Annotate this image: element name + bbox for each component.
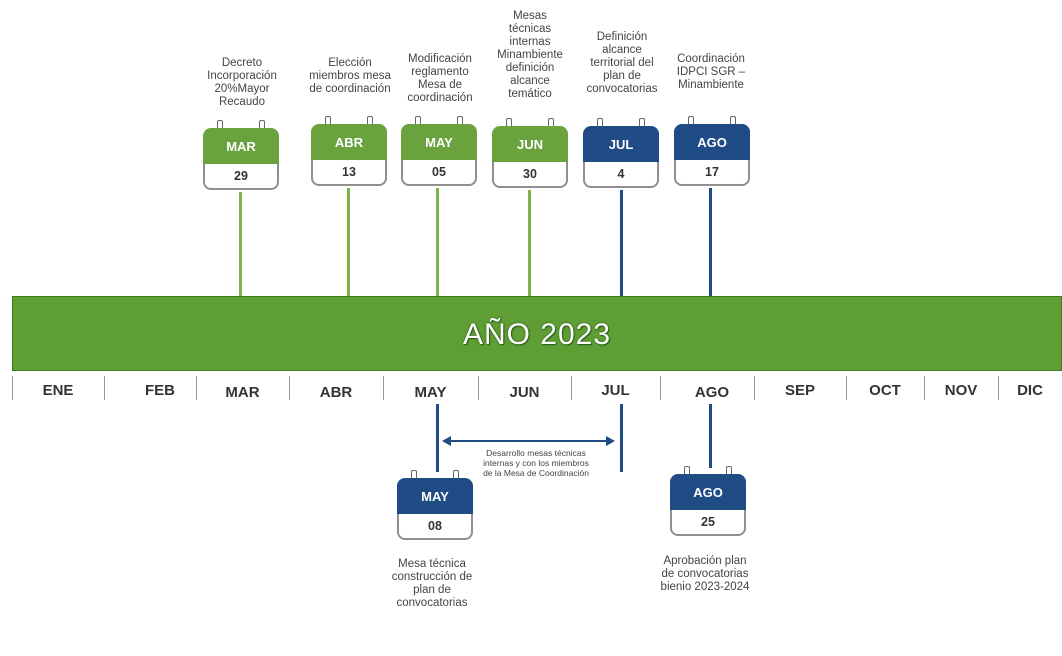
event-caption-jul: Definición alcance territorial del plan … (586, 31, 658, 95)
calendar-month-label: MAY (397, 478, 473, 514)
calendar-icon-jul-4: JUL 4 (583, 118, 659, 190)
event-caption-ago: Coordinación IDPCI SGR – Minambiente (676, 53, 746, 91)
calendar-month-label: AGO (674, 124, 750, 160)
range-arrow-line (450, 440, 606, 442)
month-divider (846, 376, 847, 400)
calendar-month-label: JUL (583, 126, 659, 162)
connector-line-abr (347, 188, 350, 296)
month-label-jul: JUL (601, 382, 630, 399)
connector-line-may (436, 188, 439, 296)
event-caption-may: Modificación reglamento Mesa de coordina… (407, 53, 473, 104)
month-divider (998, 376, 999, 400)
year-title: AÑO 2023 (462, 318, 612, 351)
month-divider (924, 376, 925, 400)
month-divider (104, 376, 105, 400)
calendar-day-label: 05 (401, 160, 477, 186)
month-label-oct: OCT (869, 382, 901, 399)
month-label-nov: NOV (944, 382, 978, 399)
connector-line-jul (620, 190, 623, 296)
calendar-icon-ago-25: AGO 25 (670, 466, 746, 538)
month-label-ene: ENE (42, 382, 74, 399)
event-caption-jun: Mesas técnicas internas Minambiente defi… (497, 10, 563, 100)
month-label-sep: SEP (784, 382, 815, 399)
event-caption-mar: Decreto Incorporación 20%Mayor Recaudo (207, 57, 277, 108)
month-divider (478, 376, 479, 400)
range-end-marker-jul (620, 404, 623, 472)
calendar-day-label: 13 (311, 160, 387, 186)
event-caption-abr: Elección miembros mesa de coordinación (309, 57, 391, 95)
month-divider (196, 376, 197, 400)
event-caption-may-08: Mesa técnica construcción de plan de con… (391, 558, 473, 609)
month-divider (383, 376, 384, 400)
connector-line-ago (709, 188, 712, 296)
month-divider (571, 376, 572, 400)
month-divider (289, 376, 290, 400)
calendar-month-label: MAY (401, 124, 477, 160)
calendar-month-label: ABR (311, 124, 387, 160)
calendar-icon-ago-17: AGO 17 (674, 116, 750, 188)
month-label-dic: DIC (1017, 382, 1043, 399)
calendar-day-label: 08 (397, 514, 473, 540)
range-arrow-left-head (442, 436, 451, 446)
month-label-feb: FEB (145, 382, 175, 399)
calendar-day-label: 29 (203, 164, 279, 190)
range-caption: Desarrollo mesas técnicas internas y con… (483, 448, 589, 478)
year-band: AÑO 2023 (12, 296, 1062, 371)
month-label-abr: ABR (319, 384, 353, 401)
month-divider (660, 376, 661, 400)
connector-line-jun (528, 190, 531, 296)
calendar-icon-may-05: MAY 05 (401, 116, 477, 188)
event-caption-ago-25: Aprobación plan de convocatorias bienio … (660, 555, 750, 593)
calendar-icon-jun-30: JUN 30 (492, 118, 568, 190)
calendar-icon-mar-29: MAR 29 (203, 120, 279, 192)
range-arrow-right-head (606, 436, 615, 446)
month-divider (754, 376, 755, 400)
calendar-day-label: 30 (492, 162, 568, 188)
calendar-day-label: 4 (583, 162, 659, 188)
calendar-day-label: 17 (674, 160, 750, 186)
calendar-month-label: MAR (203, 128, 279, 164)
month-label-ago: AGO (694, 384, 730, 401)
calendar-month-label: JUN (492, 126, 568, 162)
calendar-month-label: AGO (670, 474, 746, 510)
month-label-may: MAY (414, 384, 447, 401)
calendar-icon-may-08: MAY 08 (397, 470, 473, 542)
month-label-mar: MAR (225, 384, 260, 401)
connector-line-may-08 (436, 404, 439, 472)
connector-line-ago-25 (709, 404, 712, 468)
month-divider (12, 376, 13, 400)
connector-line-mar (239, 192, 242, 296)
month-label-jun: JUN (509, 384, 540, 401)
calendar-day-label: 25 (670, 510, 746, 536)
calendar-icon-abr-13: ABR 13 (311, 116, 387, 188)
